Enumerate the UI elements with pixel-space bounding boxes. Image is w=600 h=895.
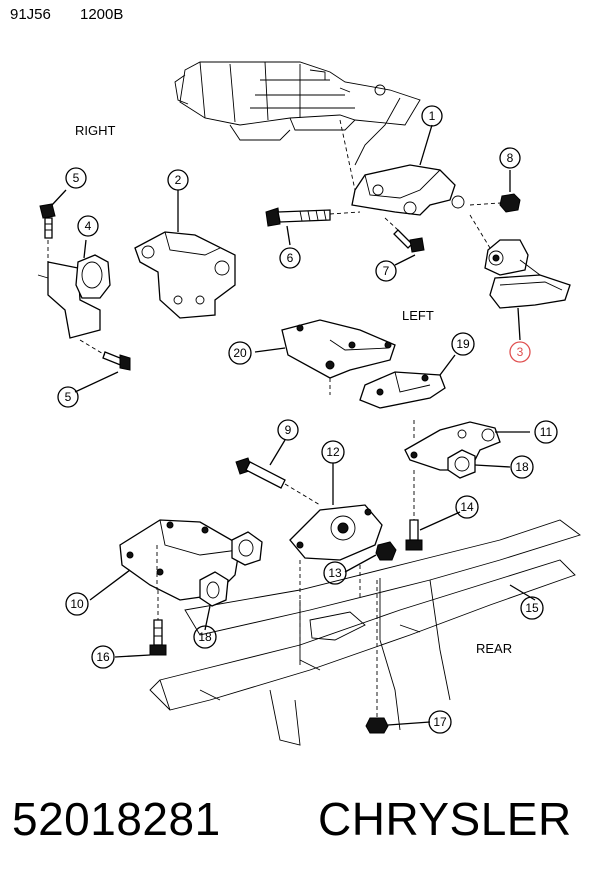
callout-15: 15	[520, 596, 544, 620]
callout-17: 17	[428, 710, 452, 734]
callout-11: 11	[534, 420, 558, 444]
callout-3: 3	[509, 341, 531, 363]
part-13-nut	[344, 541, 397, 573]
part-12-rear-mount	[289, 463, 383, 561]
assembly-guide-lines	[156, 119, 415, 650]
label-right: RIGHT	[75, 123, 116, 138]
part-9-bolt	[235, 439, 321, 506]
svg-text:2: 2	[175, 173, 182, 187]
part-18-lower-isolator	[199, 571, 229, 631]
callout-13: 13	[323, 561, 347, 585]
part-8-nut	[469, 170, 521, 213]
callout-12: 12	[321, 440, 345, 464]
svg-text:10: 10	[70, 597, 84, 611]
callout-20: 20	[228, 341, 252, 365]
part-6-bolt	[265, 207, 361, 246]
svg-text:16: 16	[96, 650, 110, 664]
svg-text:8: 8	[507, 151, 514, 165]
svg-text:18: 18	[515, 460, 529, 474]
part-17-nut	[365, 580, 431, 734]
svg-text:15: 15	[525, 601, 539, 615]
callout-18-lower: 18	[193, 625, 217, 649]
callout-5-upper: 5	[65, 167, 87, 189]
svg-text:6: 6	[287, 251, 294, 265]
part-5-bolts	[39, 189, 131, 393]
part-11-bracket	[404, 421, 530, 471]
callout-9: 9	[277, 419, 299, 441]
svg-text:1: 1	[429, 109, 436, 123]
part-19-support-plate	[359, 354, 456, 409]
svg-text:18: 18	[198, 630, 212, 644]
svg-text:4: 4	[85, 219, 92, 233]
part-3-transmission-mount	[469, 214, 571, 341]
part-18-upper-isolator	[447, 449, 511, 479]
svg-text:3: 3	[517, 345, 524, 359]
part-number: 52018281	[12, 793, 221, 845]
svg-text:20: 20	[233, 346, 247, 360]
callout-1: 1	[421, 105, 443, 127]
exploded-parts-diagram: RIGHT LEFT REAR 1 2 3 4 5 5 6 7 8 9 10 1…	[37, 61, 581, 746]
part-1-support-bracket	[351, 124, 465, 216]
svg-text:19: 19	[456, 337, 470, 351]
callout-14: 14	[455, 495, 479, 519]
part-7-bolt	[384, 217, 425, 266]
svg-text:11: 11	[540, 425, 553, 439]
label-left: LEFT	[402, 308, 434, 323]
callout-18-upper: 18	[510, 455, 534, 479]
callout-7: 7	[375, 260, 397, 282]
part-2-mount-bracket	[134, 190, 236, 319]
svg-text:7: 7	[383, 264, 390, 278]
svg-text:13: 13	[328, 566, 342, 580]
svg-text:9: 9	[285, 423, 292, 437]
svg-text:12: 12	[326, 445, 340, 459]
svg-text:14: 14	[460, 500, 474, 514]
part-4-engine-mount	[37, 239, 111, 339]
header-code-1: 91J56	[10, 6, 51, 23]
part-10-rear-bracket	[89, 519, 263, 601]
part-16-bolt	[114, 590, 167, 658]
brand-name: CHRYSLER	[318, 793, 572, 845]
callout-5-lower: 5	[57, 386, 79, 408]
callout-4: 4	[77, 215, 99, 237]
part-14-bolt	[405, 470, 461, 551]
callout-2: 2	[167, 169, 189, 191]
callout-10: 10	[65, 592, 89, 616]
callout-8: 8	[499, 147, 521, 169]
callout-19: 19	[451, 332, 475, 356]
header-code-2: 1200B	[80, 6, 124, 23]
part-20-bracket-plate	[254, 319, 396, 379]
svg-text:5: 5	[65, 390, 72, 404]
svg-text:17: 17	[433, 715, 447, 729]
callout-6: 6	[279, 247, 301, 269]
label-rear: REAR	[476, 641, 512, 656]
transmission-housing-drawing	[174, 61, 421, 166]
callout-16: 16	[91, 645, 115, 669]
svg-text:5: 5	[73, 171, 80, 185]
